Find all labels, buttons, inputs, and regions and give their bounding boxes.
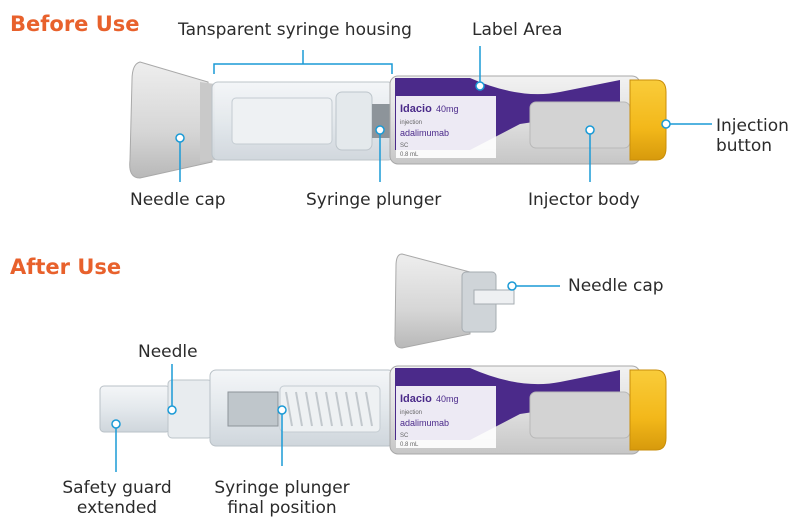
needle-cap-after-marker bbox=[508, 282, 516, 290]
needle-cap-before bbox=[130, 62, 212, 178]
syringe-plunger-label: Syringe plunger bbox=[306, 190, 441, 210]
housing-bracket bbox=[214, 64, 392, 74]
label-route: injection bbox=[400, 410, 422, 416]
label-volume: 0.8 mL bbox=[400, 442, 419, 448]
label-route: injection bbox=[400, 120, 422, 126]
label-sc: SC bbox=[400, 143, 409, 149]
injection-button-marker bbox=[662, 120, 670, 128]
label-dose: 40mg bbox=[436, 394, 459, 404]
label-area-label: Label Area bbox=[472, 20, 562, 40]
plunger-final-label: Syringe plunger final position bbox=[200, 478, 364, 518]
needle-marker bbox=[168, 406, 176, 414]
syringe-plunger-marker bbox=[376, 126, 384, 134]
label-area-marker bbox=[476, 82, 484, 90]
injection-button-after bbox=[630, 370, 666, 450]
needle-cap-label: Needle cap bbox=[130, 190, 226, 210]
label-brand: Idacio bbox=[400, 103, 432, 115]
pen-before-use bbox=[130, 62, 666, 178]
needle-label: Needle bbox=[138, 342, 198, 362]
label-drug: adalimumab bbox=[400, 418, 449, 428]
injector-body-label: Injector body bbox=[528, 190, 640, 210]
label-volume: 0.8 mL bbox=[400, 152, 419, 158]
needle-cap-marker bbox=[176, 134, 184, 142]
plunger-final-marker bbox=[278, 406, 286, 414]
pen-after-use bbox=[100, 366, 666, 454]
needle-cap-after-label: Needle cap bbox=[568, 276, 664, 296]
needle-cap-after-use bbox=[395, 254, 514, 348]
safety-guard bbox=[100, 386, 170, 432]
label-brand: Idacio bbox=[400, 393, 432, 405]
label-sc: SC bbox=[400, 433, 409, 439]
safety-guard-label: Safety guard extended bbox=[54, 478, 180, 518]
injection-button-label: Injection button bbox=[716, 116, 789, 156]
injector-body-marker bbox=[586, 126, 594, 134]
safety-guard-marker bbox=[112, 420, 120, 428]
injection-button-before bbox=[630, 80, 666, 160]
label-drug: adalimumab bbox=[400, 128, 449, 138]
housing-label: Tansparent syringe housing bbox=[178, 20, 412, 40]
label-dose: 40mg bbox=[436, 104, 459, 114]
